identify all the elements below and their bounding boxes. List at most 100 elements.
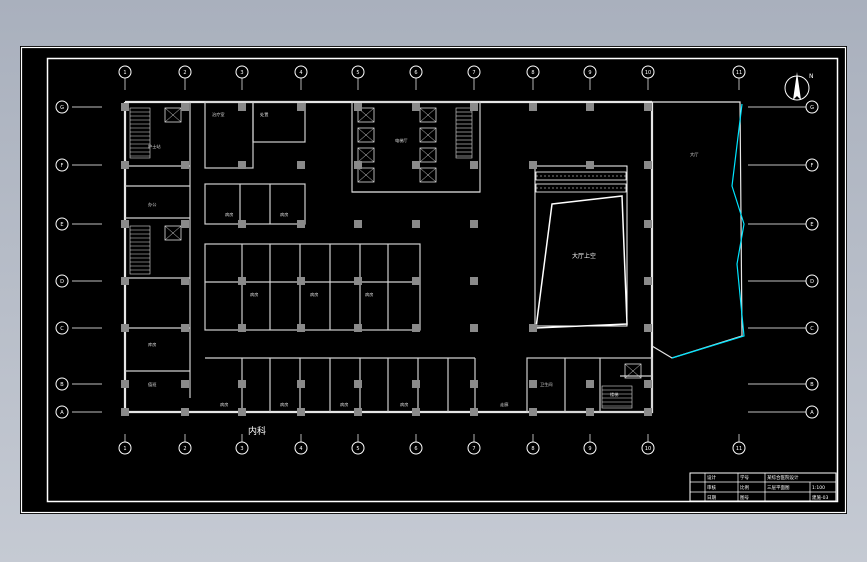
svg-text:图号: 图号	[740, 495, 749, 501]
svg-text:病房: 病房	[340, 401, 348, 408]
svg-text:卫生间: 卫生间	[540, 381, 553, 388]
axis-bubble-row: G	[748, 100, 819, 114]
column	[181, 380, 189, 388]
column	[238, 161, 246, 169]
axis-bubble-col: 4	[294, 65, 308, 90]
column	[529, 380, 537, 388]
floor-plan-drawing: N	[20, 46, 847, 514]
column	[586, 103, 594, 111]
svg-text:2: 2	[183, 446, 186, 452]
axis-bubble-col: 7	[467, 434, 481, 455]
column	[238, 220, 246, 228]
axis-bubble-col: 3	[235, 65, 249, 90]
axis-bubble-col: 6	[409, 65, 423, 90]
elevator-car-icon	[419, 127, 437, 143]
axis-bubble-col: 1	[118, 65, 132, 90]
axis-bubble-col: 2	[178, 65, 192, 90]
svg-text:楼梯: 楼梯	[610, 391, 618, 398]
axis-bubble-row: A	[55, 405, 102, 419]
column	[529, 408, 537, 416]
atrium-void: 大厅上空	[534, 165, 628, 329]
axis-bubble-col: 10	[641, 65, 655, 90]
svg-text:走廊: 走廊	[500, 401, 508, 408]
column	[354, 380, 362, 388]
column	[181, 408, 189, 416]
title-block: 某综合医院设计 三层平面图 设计 审核 日期 学号 比例 图号 1:100 建施…	[689, 472, 837, 502]
column	[121, 103, 129, 111]
svg-text:5: 5	[356, 446, 359, 452]
column	[644, 380, 652, 388]
svg-text:2: 2	[183, 70, 186, 76]
svg-text:7: 7	[472, 70, 475, 76]
column	[586, 161, 594, 169]
north-label: N	[809, 73, 814, 80]
inner-frame	[46, 57, 839, 503]
axis-bubble-row: B	[748, 377, 819, 391]
svg-text:6: 6	[414, 70, 417, 76]
axis-bubble-row: D	[55, 274, 102, 288]
column	[644, 220, 652, 228]
axis-bubble-row: B	[55, 377, 102, 391]
north-arrow-icon: N	[784, 72, 814, 101]
column	[121, 277, 129, 285]
svg-text:比例: 比例	[740, 484, 749, 491]
column	[586, 408, 594, 416]
svg-text:3: 3	[240, 70, 243, 76]
svg-text:1: 1	[123, 70, 126, 76]
column	[297, 161, 305, 169]
svg-text:日期: 日期	[707, 495, 716, 501]
axis-bubble-row: C	[55, 321, 102, 335]
elevator-car-icon	[164, 107, 182, 123]
svg-text:7: 7	[472, 446, 475, 452]
column	[470, 277, 478, 285]
partitions	[125, 101, 653, 413]
department-label: 内科	[248, 425, 266, 437]
svg-text:建施-03: 建施-03	[812, 494, 828, 501]
column	[354, 324, 362, 332]
column	[181, 324, 189, 332]
axis-bubble-row: A	[748, 405, 819, 419]
svg-text:8: 8	[531, 446, 534, 452]
title-drawing: 三层平面图	[767, 485, 790, 491]
svg-text:6: 6	[414, 446, 417, 452]
elevator-car-icon	[624, 363, 642, 379]
axis-bubble-col: 5	[351, 434, 365, 455]
column	[238, 103, 246, 111]
axis-bubble-col: 8	[526, 434, 540, 455]
stairs	[129, 107, 633, 409]
svg-text:电梯厅: 电梯厅	[395, 137, 408, 144]
column	[297, 277, 305, 285]
elevator-car-icon	[419, 107, 437, 123]
column	[412, 103, 420, 111]
column	[470, 220, 478, 228]
elevators	[164, 107, 642, 379]
column	[354, 277, 362, 285]
elevator-car-icon	[357, 107, 375, 123]
column	[412, 161, 420, 169]
svg-text:病房: 病房	[225, 211, 233, 218]
axis-bubble-col: 5	[351, 65, 365, 90]
svg-text:病房: 病房	[310, 291, 318, 298]
svg-text:病房: 病房	[250, 291, 258, 298]
svg-text:审核: 审核	[707, 484, 716, 491]
svg-text:库房: 库房	[148, 341, 156, 348]
axis-bubble-col: 3	[235, 434, 249, 455]
column	[181, 277, 189, 285]
curtain-wall	[671, 103, 745, 359]
svg-text:9: 9	[588, 70, 591, 76]
axis-bubble-row: E	[748, 217, 819, 231]
column	[121, 161, 129, 169]
svg-text:1:100: 1:100	[812, 485, 825, 491]
column	[470, 380, 478, 388]
svg-text:B: B	[60, 382, 64, 388]
axis-bubble-row: G	[55, 100, 102, 114]
column	[238, 408, 246, 416]
column	[121, 324, 129, 332]
column	[470, 161, 478, 169]
svg-text:3: 3	[240, 446, 243, 452]
svg-text:处置: 处置	[260, 111, 268, 118]
svg-text:D: D	[810, 279, 814, 285]
svg-text:值班: 值班	[148, 381, 156, 388]
column	[297, 408, 305, 416]
cad-viewport[interactable]: N	[20, 46, 847, 514]
